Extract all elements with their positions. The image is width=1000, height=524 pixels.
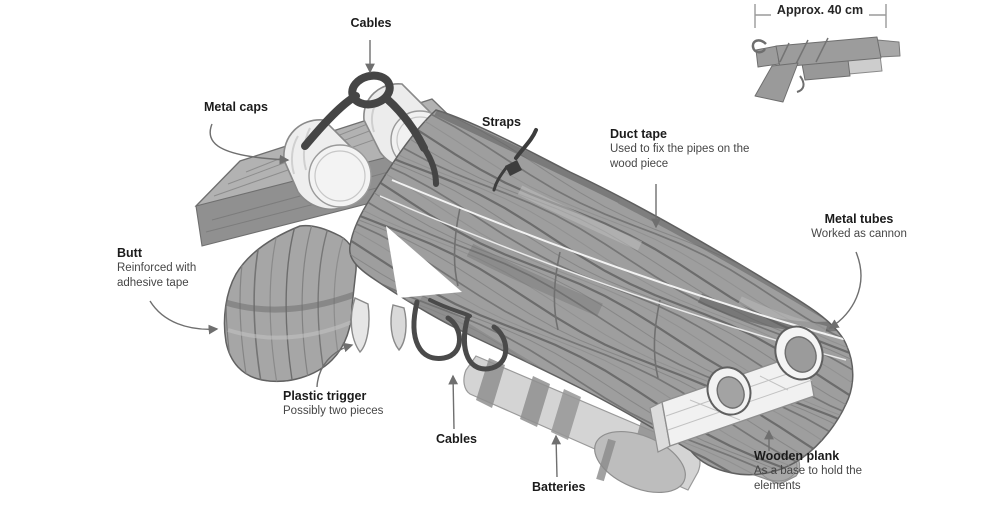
annotation-cables-top: Cables — [336, 16, 406, 30]
scale-label: Approx. 40 cm — [752, 3, 888, 17]
annotation-description: Possibly two pieces — [283, 405, 384, 418]
annotation-description: Used to fix the pipes on the wood piece — [610, 143, 750, 171]
scale-gun-silhouette — [751, 36, 901, 103]
annotation-description: As a base to hold the elements — [754, 465, 863, 493]
metal-tubes-arrow — [828, 251, 862, 329]
butt-shape — [223, 224, 357, 383]
white-gap — [386, 226, 462, 298]
annotation-description: Reinforced with adhesive tape — [117, 262, 197, 290]
annotation-label: Cables — [436, 432, 477, 446]
annotation-wooden-plank: Wooden plank As a base to hold the eleme… — [754, 449, 879, 494]
annotation-metal-tubes: Metal tubes Worked as cannon — [804, 212, 914, 242]
annotation-metal-caps: Metal caps — [204, 100, 319, 114]
metal-caps-arrow — [209, 123, 290, 165]
annotation-description: Worked as cannon — [811, 228, 907, 241]
metal-tubes-shape — [706, 325, 824, 416]
annotation-batteries: Batteries — [532, 480, 602, 494]
annotation-label: Metal tubes — [824, 212, 894, 226]
annotation-label: Cables — [350, 16, 392, 30]
scale-label-text: Approx. 40 cm — [770, 3, 870, 17]
annotation-label: Plastic trigger — [283, 389, 367, 403]
bottom-cables — [411, 298, 509, 372]
butt-arrow — [149, 300, 219, 335]
annotation-label: Butt — [117, 246, 142, 260]
batteries-arrow — [551, 434, 562, 478]
annotation-cables-bottom: Cables — [436, 432, 496, 446]
plastic-trigger-pieces — [350, 297, 407, 354]
annotation-label: Wooden plank — [754, 449, 840, 463]
strap-zip-tie — [492, 128, 538, 192]
annotation-arrows — [149, 40, 862, 478]
annotation-label: Straps — [482, 115, 521, 129]
plastic-trigger-arrow — [316, 342, 354, 388]
annotation-label: Batteries — [532, 480, 586, 494]
top-cable — [301, 71, 439, 187]
annotation-butt: Butt Reinforced with adhesive tape — [117, 246, 222, 291]
annotation-label: Duct tape — [610, 127, 667, 141]
cables-bottom-arrow — [448, 374, 459, 430]
annotation-label: Metal caps — [204, 100, 268, 114]
annotation-duct-tape: Duct tape Used to fix the pipes on the w… — [610, 127, 768, 172]
annotation-straps: Straps — [482, 115, 552, 129]
annotation-plastic-trigger: Plastic trigger Possibly two pieces — [283, 389, 408, 419]
